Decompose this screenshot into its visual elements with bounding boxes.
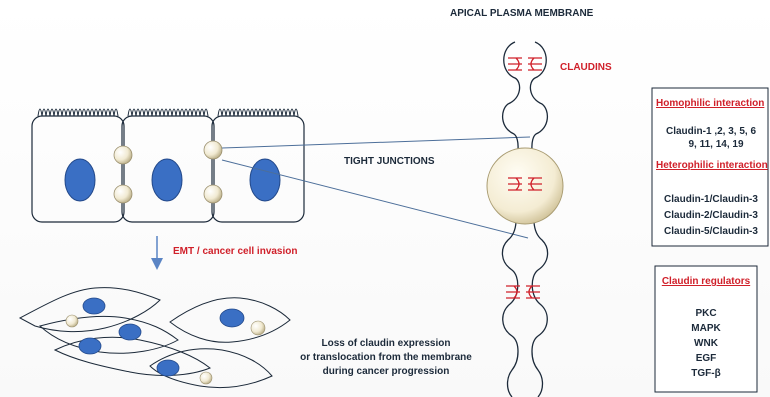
microvilli-cell-1 (38, 109, 118, 116)
tight-junction-magnified (487, 148, 563, 224)
regulator-item: PKC (657, 308, 755, 319)
loss-caption-line-1: Loss of claudin expression (306, 338, 466, 349)
homophilic-list-line-1: Claudin-1 ,2, 3, 5, 6 (654, 126, 768, 137)
claudin-strand-bottom (526, 286, 540, 298)
nucleus-1 (65, 159, 95, 201)
heterophilic-title: Heterophilic interaction (656, 160, 768, 171)
junction-sphere (204, 141, 222, 159)
junction-sphere (204, 185, 222, 203)
regulators-title: Claudin regulators (657, 276, 755, 287)
nuclei (65, 159, 280, 201)
junction-sphere (251, 321, 265, 335)
nucleus-3 (250, 159, 280, 201)
loss-caption-line-3: during cancer progression (306, 366, 466, 377)
junction-sphere (200, 372, 212, 384)
microvilli-cell-3 (218, 109, 298, 116)
microvilli-cell-2 (128, 109, 208, 116)
regulator-item: WNK (657, 338, 755, 349)
regulator-item: EGF (657, 353, 755, 364)
claudin-strand-top (528, 58, 542, 70)
heterophilic-pair-3: Claudin-5/Claudin-3 (654, 226, 768, 237)
tight-junctions-label: TIGHT JUNCTIONS (344, 156, 435, 167)
nucleus (79, 338, 101, 354)
homophilic-title: Homophilic interaction (656, 98, 768, 109)
nucleus (220, 309, 244, 327)
claudins-label: CLAUDINS (560, 62, 612, 73)
junction-sphere (114, 185, 132, 203)
magnify-line-top (222, 137, 530, 148)
regulator-item: MAPK (657, 323, 755, 334)
nucleus (83, 298, 105, 314)
homophilic-list-line-2: 9, 11, 14, 19 (668, 139, 764, 150)
migrating-cells (20, 288, 290, 388)
apical-membrane-label: APICAL PLASMA MEMBRANE (450, 8, 593, 19)
junction-sphere (114, 146, 132, 164)
regulator-item: TGF-β (657, 368, 755, 379)
heterophilic-pair-2: Claudin-2/Claudin-3 (654, 210, 768, 221)
junction-sphere (66, 315, 78, 327)
nucleus-2 (152, 159, 182, 201)
loss-caption-line-2: or translocation from the membrane (300, 352, 472, 363)
emt-label: EMT / cancer cell invasion (173, 246, 298, 257)
nucleus (157, 360, 179, 376)
heterophilic-pair-1: Claudin-1/Claudin-3 (654, 194, 768, 205)
nucleus (119, 324, 141, 340)
migrating-cell (55, 337, 210, 375)
claudin-strand-top (508, 58, 522, 70)
